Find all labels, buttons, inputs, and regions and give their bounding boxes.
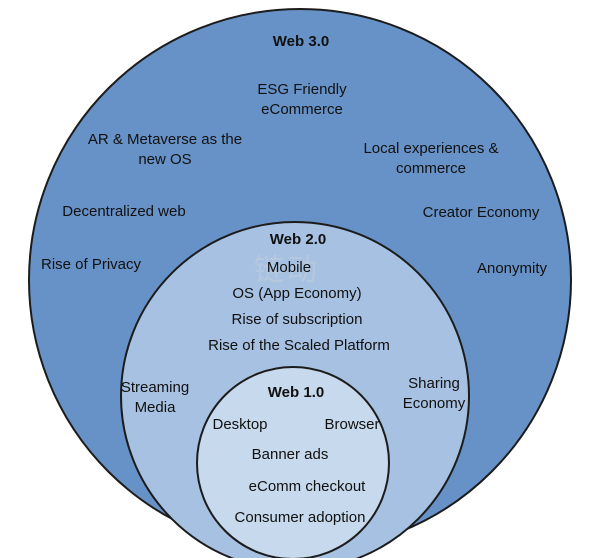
web1-label-browser: Browser: [324, 416, 380, 433]
web2-label-sharing-economy: Sharing Economy: [402, 375, 466, 412]
web1-circle: [196, 366, 390, 558]
web2-title: Web 2.0: [269, 231, 327, 248]
web3-label-creator-economy: Creator Economy: [422, 204, 540, 221]
web3-label-decentralized-web: Decentralized web: [62, 203, 186, 220]
web3-label-local-experiences: Local experiences & commerce: [363, 140, 499, 177]
web2-label-rise-of-subscription: Rise of subscription: [231, 311, 363, 328]
web1-title: Web 1.0: [267, 384, 325, 401]
web1-label-banner-ads: Banner ads: [251, 446, 329, 463]
web2-label-os-app-economy: OS (App Economy): [232, 285, 362, 302]
web2-label-mobile: Mobile: [266, 259, 312, 276]
web1-label-desktop: Desktop: [212, 416, 268, 433]
web3-label-ar-metaverse: AR & Metaverse as the new OS: [87, 131, 243, 168]
web2-label-rise-of-scaled-platform: Rise of the Scaled Platform: [208, 337, 390, 354]
web3-label-anonymity: Anonymity: [476, 260, 548, 277]
web3-label-rise-of-privacy: Rise of Privacy: [40, 256, 142, 273]
web3-title: Web 3.0: [272, 33, 330, 50]
web1-label-consumer-adoption: Consumer adoption: [234, 509, 366, 526]
web3-label-esg: ESG Friendly eCommerce: [257, 81, 347, 118]
web2-label-streaming-media: Streaming Media: [120, 379, 190, 416]
web1-label-ecomm-checkout: eComm checkout: [248, 478, 366, 495]
